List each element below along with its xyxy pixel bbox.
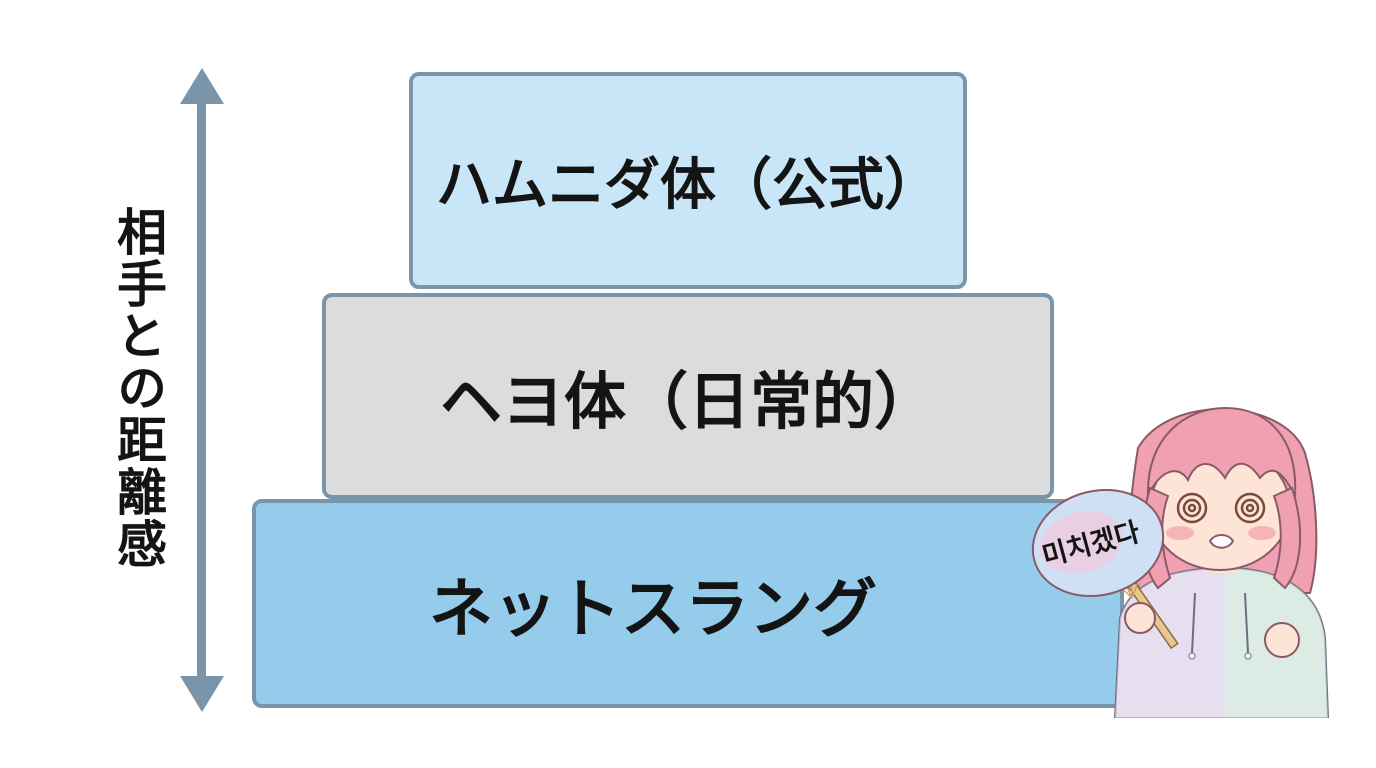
tier-slang-label: ネットスラング: [429, 572, 877, 647]
tier-formal-label: ハムニダ体（公式）: [436, 153, 940, 218]
distance-axis-arrow: [180, 68, 224, 712]
tier-slang: ネットスラング: [252, 499, 1124, 708]
tier-casual: ヘヨ体（日常的）: [322, 293, 1054, 499]
tier-casual-label: ヘヨ体（日常的）: [439, 365, 936, 438]
dizzy-eyes: [1176, 492, 1266, 524]
character-illustration: 미치겠다: [1031, 406, 1330, 718]
axis-label: 相手との距離感: [109, 206, 167, 570]
tier-formal: ハムニダ体（公式）: [409, 72, 967, 289]
